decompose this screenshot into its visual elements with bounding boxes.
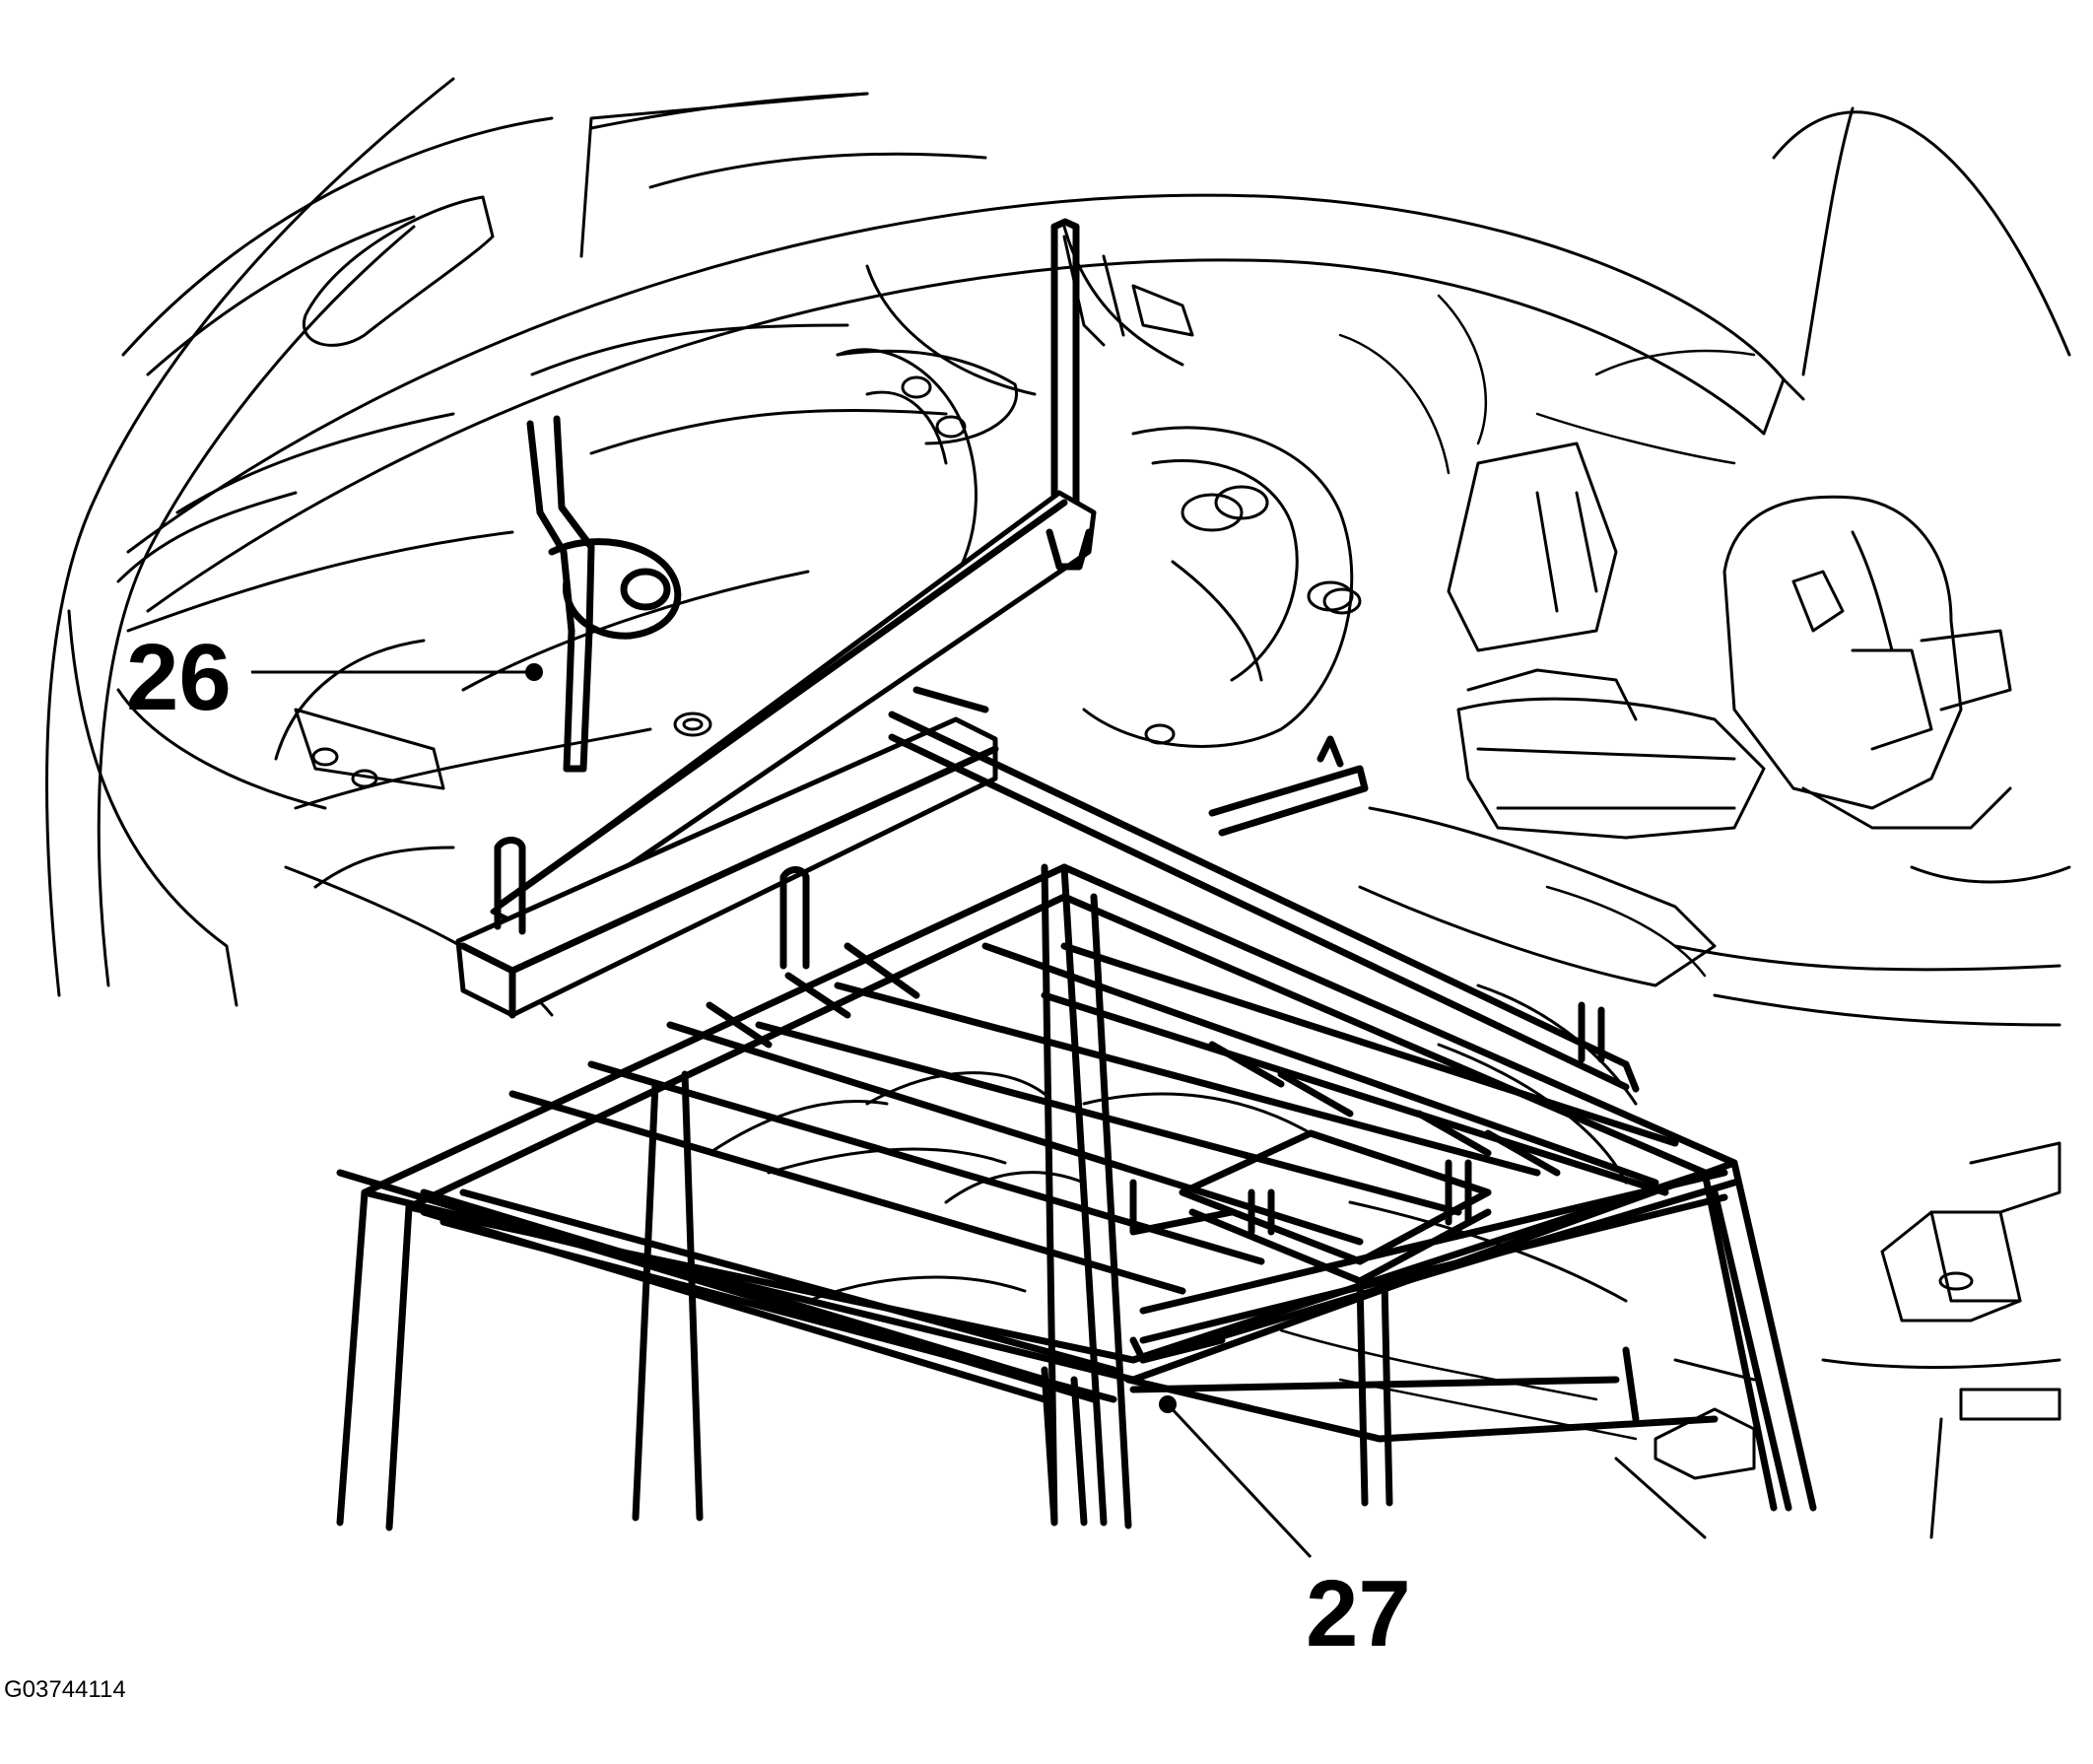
leader-lines — [251, 663, 1313, 1559]
callout-26: 26 — [126, 625, 232, 730]
support-crossbar — [455, 218, 1640, 1093]
figure-id: G03744114 — [4, 1676, 126, 1703]
callout-27: 27 — [1306, 1561, 1411, 1666]
lifting-table-frame — [336, 863, 1817, 1531]
retaining-strap — [526, 415, 682, 773]
leader-27 — [1166, 1402, 1313, 1559]
vehicle-underbody — [45, 77, 2071, 1539]
leader-26-dot — [525, 663, 543, 681]
leader-27-dot — [1159, 1395, 1177, 1413]
